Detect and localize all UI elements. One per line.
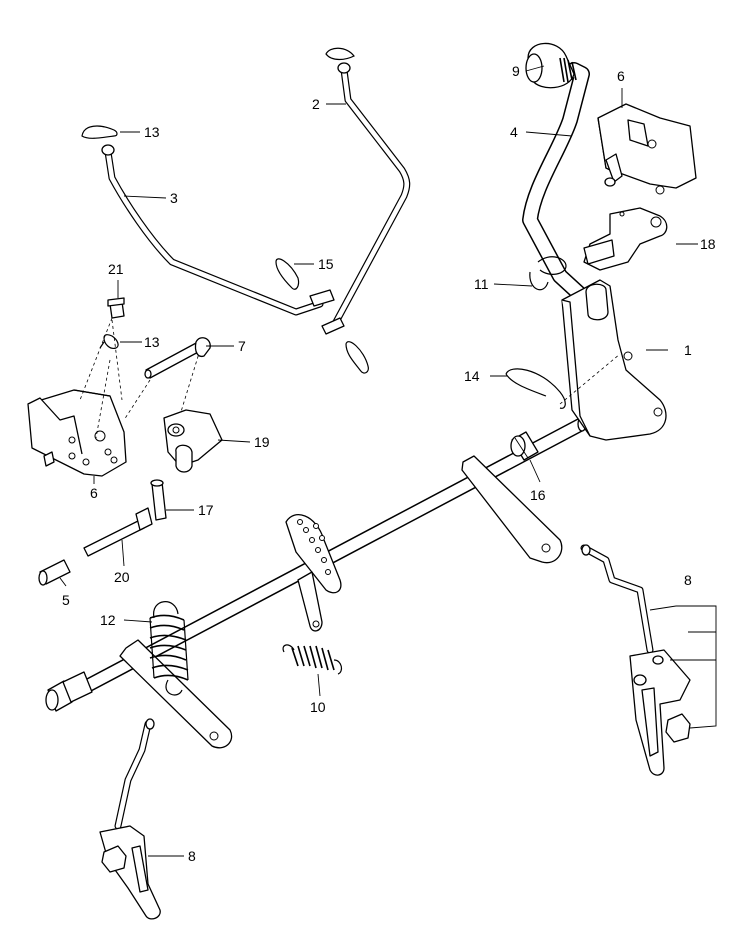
callouts: 1 2 3 4 5 6 6 7 8 8 9 10 11 12 13 13 14 … — [62, 63, 716, 864]
pin-17 — [150, 479, 167, 521]
callout-2: 2 — [312, 96, 320, 112]
callout-7: 7 — [238, 338, 246, 354]
clip-rod2-top — [325, 47, 355, 61]
callout-9: 9 — [512, 63, 520, 79]
callout-5: 5 — [62, 592, 70, 608]
clip-rod2-bottom — [345, 341, 369, 374]
bracket-6-left — [27, 317, 201, 477]
rod-2 — [321, 62, 411, 335]
bracket-1 — [561, 279, 667, 441]
bracket-6-right — [597, 103, 697, 195]
callout-14: 14 — [464, 368, 480, 384]
pin-7 — [144, 337, 211, 379]
callout-19: 19 — [254, 434, 270, 450]
callout-21: 21 — [108, 261, 124, 277]
callout-10: 10 — [310, 699, 326, 715]
spacer-5 — [38, 559, 71, 586]
callout-12: 12 — [100, 612, 116, 628]
callout-18: 18 — [700, 236, 716, 252]
callout-13-top: 13 — [144, 124, 160, 140]
callout-8-left: 8 — [188, 848, 196, 864]
callout-6-right: 6 — [617, 68, 625, 84]
callout-8-right: 8 — [684, 572, 692, 588]
callout-1: 1 — [684, 342, 692, 358]
linkage-8-right — [580, 544, 691, 776]
clip-11 — [529, 256, 567, 291]
callout-3: 3 — [170, 190, 178, 206]
clip-13-top — [81, 125, 118, 139]
callout-20: 20 — [114, 569, 130, 585]
callout-13-mid: 13 — [144, 334, 160, 350]
bracket-19 — [163, 409, 223, 473]
height-plate — [285, 514, 342, 632]
leader-lines — [59, 65, 717, 857]
callout-15: 15 — [318, 256, 334, 272]
clip-15 — [275, 258, 300, 290]
spring-10 — [282, 644, 343, 675]
callout-4: 4 — [510, 124, 518, 140]
clip-13-mid — [99, 334, 119, 349]
knob-9 — [525, 42, 577, 89]
screw-21 — [107, 297, 125, 319]
latch-18 — [583, 207, 668, 271]
spring-12 — [149, 601, 189, 696]
callout-6-left: 6 — [90, 485, 98, 501]
rod-3 — [101, 144, 335, 316]
left-lift-arm — [119, 639, 233, 749]
callout-16: 16 — [530, 487, 546, 503]
center-lift-arm — [461, 455, 563, 564]
linkage-8-left — [99, 718, 161, 920]
callout-11: 11 — [474, 276, 489, 292]
handle-rod-4 — [522, 62, 592, 306]
callout-17: 17 — [198, 502, 214, 518]
bolt-20 — [83, 507, 153, 557]
bushing-16 — [510, 431, 539, 461]
